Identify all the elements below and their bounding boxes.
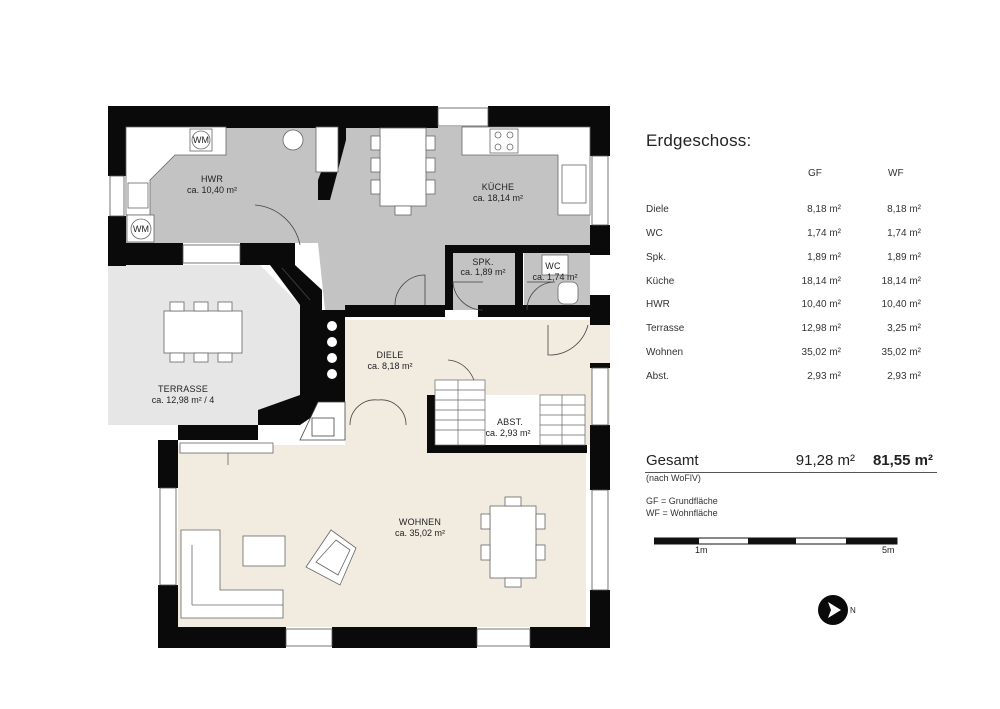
scale-bar [654,537,898,545]
terrasse-area: ca. 12,98 m² / 4 [152,395,215,405]
scale-label-1m: 1m [695,545,708,555]
row-wf: 10,40 m² [881,299,921,310]
row-name: Spk. [646,252,667,263]
row-wf: 2,93 m² [887,371,921,382]
row-wf: 8,18 m² [887,204,921,215]
row-gf: 1,74 m² [807,228,841,239]
spk-area: ca. 1,89 m² [460,267,505,277]
row-gf: 1,89 m² [807,252,841,263]
row-gf: 18,14 m² [801,276,841,287]
total-row: Gesamt 91,28 m² 81,55 m² [645,452,937,473]
wm-label-top: WM [193,135,209,145]
area-summary-panel: Erdgeschoss: GF WF Diele 8,18 m² 8,18 m²… [645,0,945,709]
spk-name: SPK. [472,257,493,267]
row-name: HWR [646,299,670,310]
column-header-wf: WF [888,168,904,179]
panel-title: Erdgeschoss: [646,131,752,150]
area-row-hwr: HWR 10,40 m² 10,40 m² [645,299,925,315]
row-gf: 35,02 m² [801,347,841,358]
windows [109,107,609,647]
spk-floor [452,253,515,310]
stairs [434,379,586,446]
scale-label-5m: 5m [882,545,895,555]
area-row-spk: Spk. 1,89 m² 1,89 m² [645,252,925,268]
total-wf: 81,55 m² [872,452,933,469]
row-wf: 18,14 m² [881,276,921,287]
total-gf: 91,28 m² [795,452,855,469]
compass-north-label: N [850,606,856,615]
floor-plan: WM WM [108,106,610,648]
area-row-wohnen: Wohnen 35,02 m² 35,02 m² [645,347,925,363]
row-wf: 1,74 m² [887,228,921,239]
area-row-terrasse: Terrasse 12,98 m² 3,25 m² [645,323,925,339]
legend-gf: GF = Grundfläche [646,496,718,506]
wc-name: WC [545,261,561,271]
area-row-diele: Diele 8,18 m² 8,18 m² [645,204,925,220]
row-name: Terrasse [646,323,685,334]
chimney [299,316,346,441]
entry-floor [585,325,609,363]
row-gf: 12,98 m² [801,323,841,334]
kitchen-fixtures [370,126,591,216]
row-gf: 2,93 m² [807,371,841,382]
row-wf: 35,02 m² [881,347,921,358]
total-label: Gesamt [646,452,699,469]
living-furniture [179,442,546,619]
row-wf: 3,25 m² [887,323,921,334]
terrasse-name: TERRASSE [158,384,208,394]
compass-icon [818,595,848,625]
wm-label-bottom: WM [133,224,149,234]
column-header-gf: GF [808,168,822,179]
hwr-floor [126,127,346,243]
wohnen-area: ca. 35,02 m² [395,528,445,538]
area-row-abst: Abst. 2,93 m² 2,93 m² [645,371,925,387]
hwr-name: HWR [201,174,223,184]
abst-name: ABST. [497,417,523,427]
diele-name: DIELE [376,350,403,360]
row-name: Wohnen [646,347,684,358]
row-gf: 10,40 m² [801,299,841,310]
wohnen-name: WOHNEN [399,517,441,527]
wc-fixtures [541,254,579,305]
row-name: Küche [646,276,675,287]
row-name: WC [646,228,663,239]
diele-area: ca. 8,18 m² [367,361,412,371]
kueche-area: ca. 18,14 m² [473,193,523,203]
area-row-kueche: Küche 18,14 m² 18,14 m² [645,276,925,292]
row-name: Diele [646,204,669,215]
abst-area: ca. 2,93 m² [485,428,530,438]
row-name: Abst. [646,371,669,382]
area-row-wc: WC 1,74 m² 1,74 m² [645,228,925,244]
hwr-fixtures [125,126,339,243]
row-wf: 1,89 m² [887,252,921,263]
row-gf: 8,18 m² [807,204,841,215]
kueche-name: KÜCHE [482,182,515,192]
wc-area: ca. 1,74 m² [532,272,577,282]
terrace-furniture [163,301,243,363]
total-note: (nach WoFlV) [646,473,701,483]
legend-wf: WF = Wohnfläche [646,508,718,518]
hwr-area: ca. 10,40 m² [187,185,237,195]
